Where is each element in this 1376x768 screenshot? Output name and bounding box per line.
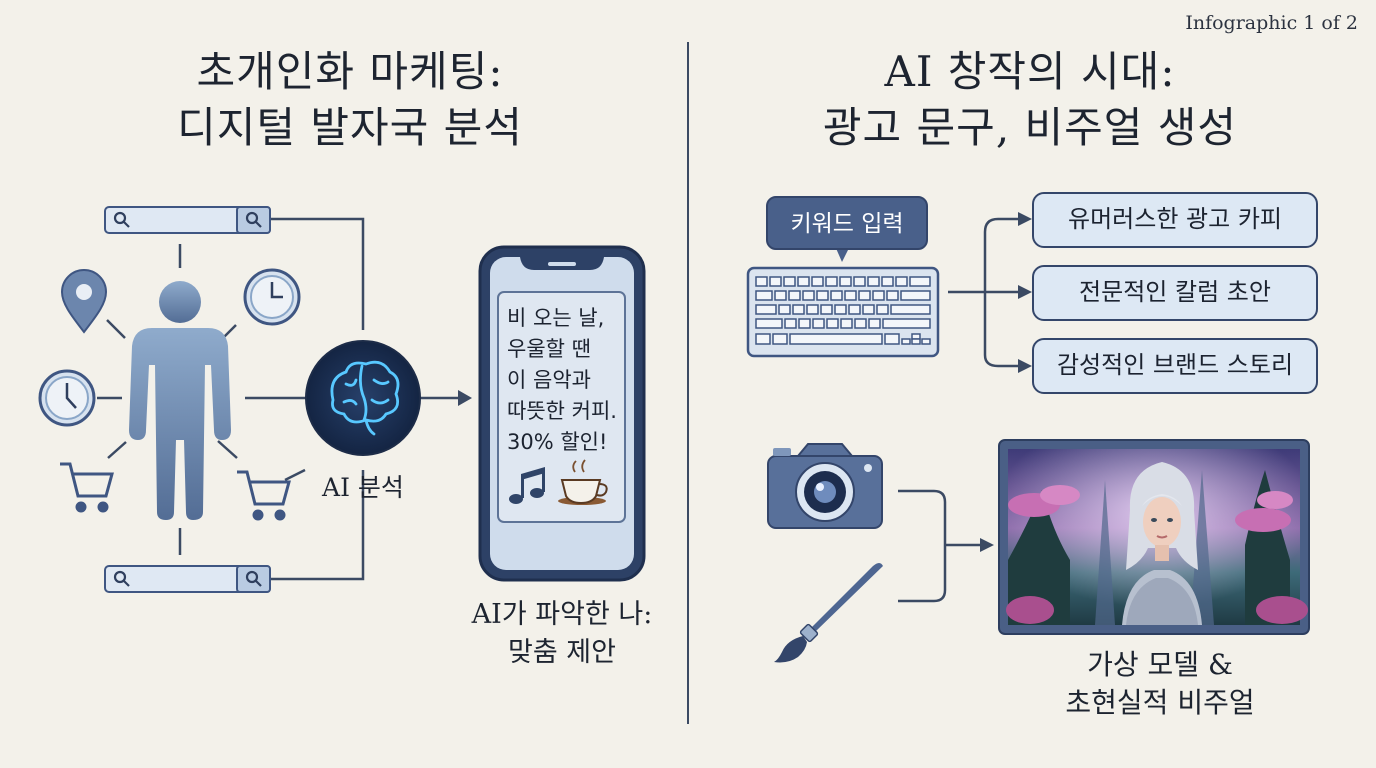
output-professional-column: 전문적인 칼럼 초안 <box>1032 265 1318 321</box>
visual-caption-line1: 가상 모델 & <box>1087 648 1233 681</box>
left-caption-line2: 맞춤 제안 <box>508 637 616 668</box>
phone-message: 비 오는 날, 우울할 땐 이 음악과 따뜻한 커피. 30% 할인! <box>507 303 623 458</box>
ai-analysis-label: AI 분석 <box>322 473 404 502</box>
branch-lines <box>948 217 1020 368</box>
music-note-icon <box>509 467 545 504</box>
smartphone-icon <box>478 245 646 582</box>
location-pin-icon <box>60 269 108 334</box>
keyword-input-bubble: 키워드 입력 <box>766 196 928 250</box>
visual-caption: 가상 모델 & 초현실적 비주얼 <box>1010 646 1310 722</box>
visual-caption-line2: 초현실적 비주얼 <box>1065 686 1255 719</box>
shopping-cart-icon <box>60 462 114 513</box>
phone-message-line: 비 오는 날, <box>507 306 605 330</box>
left-caption-line1: AI가 파악한 나: <box>471 599 653 630</box>
search-icon <box>113 570 262 587</box>
right-diagram <box>746 212 1310 663</box>
section-divider <box>687 42 689 724</box>
phone-message-line: 이 음악과 <box>507 368 591 392</box>
paintbrush-icon <box>774 563 883 663</box>
right-title: AI 창작의 시대: 광고 문구, 비주얼 생성 <box>780 44 1280 156</box>
output-humorous-copy: 유머러스한 광고 카피 <box>1032 192 1318 248</box>
output-brand-story: 감성적인 브랜드 스토리 <box>1032 338 1318 394</box>
search-bar-bottom <box>104 565 271 593</box>
phone-message-line: 우울할 땐 <box>507 337 591 361</box>
clock-icon <box>38 369 96 427</box>
camera-icon <box>767 443 883 529</box>
shopping-cart-icon <box>237 470 291 521</box>
phone-message-line: 30% 할인! <box>507 430 608 454</box>
right-title-line2: 광고 문구, 비주얼 생성 <box>822 103 1238 152</box>
left-title: 초개인화 마케팅: 디지털 발자국 분석 <box>120 44 580 156</box>
coffee-cup-icon <box>558 459 608 505</box>
search-icon <box>113 211 262 228</box>
phone-message-line: 따뜻한 커피. <box>507 399 617 423</box>
visual-connector-lines <box>898 489 982 603</box>
keyboard-icon <box>746 266 940 358</box>
search-bar-top <box>104 206 271 234</box>
clock-icon <box>243 268 301 326</box>
right-title-line1: AI 창작의 시대: <box>884 47 1176 96</box>
arrow-head <box>980 538 994 552</box>
arrow-head <box>458 390 472 406</box>
left-title-line1: 초개인화 마케팅: <box>196 47 504 96</box>
arrow-heads <box>1018 212 1032 373</box>
left-caption: AI가 파악한 나: 맞춤 제안 <box>452 596 672 672</box>
bubble-tail <box>835 246 850 262</box>
brain-icon <box>305 340 421 456</box>
virtual-model-monitor <box>998 439 1310 635</box>
left-title-line2: 디지털 발자국 분석 <box>177 103 523 152</box>
left-diagram <box>38 206 646 593</box>
person-icon <box>129 281 231 520</box>
page-counter: Infographic 1 of 2 <box>1185 12 1358 34</box>
